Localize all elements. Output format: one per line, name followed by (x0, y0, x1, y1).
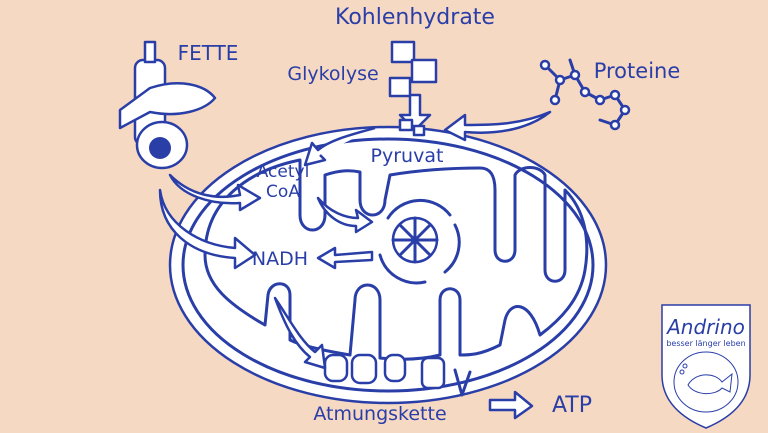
sugar-cubes-icon (388, 40, 438, 137)
label-atp: ATP (552, 393, 592, 418)
label-nadh: NADH (252, 248, 308, 270)
label-fats: FETTE (178, 41, 239, 65)
logo-brand: Andrino (665, 315, 745, 339)
label-pyruvate: Pyruvat (371, 145, 444, 167)
logo-tagline: besser länger leben (666, 339, 745, 348)
outer-membrane (168, 125, 608, 405)
label-carbohydrates: Kohlenhydrate (335, 5, 495, 30)
protein-molecule-icon (539, 58, 631, 131)
inner-membrane-cristae (203, 158, 589, 361)
fats-food-icon (118, 40, 217, 170)
label-respiratory-chain: Atmungskette (313, 403, 446, 425)
outer-membrane-inner-line (181, 137, 595, 393)
label-coa: CoA (266, 182, 300, 202)
citric-acid-cycle-icon (378, 198, 461, 285)
andrino-logo: Andrino besser länger leben (661, 304, 751, 429)
label-proteins: Proteine (594, 59, 681, 83)
label-acetyl: Acetyl (257, 162, 310, 182)
label-glycolysis: Glykolyse (287, 63, 378, 85)
respiratory-chain-complexes (323, 353, 472, 397)
